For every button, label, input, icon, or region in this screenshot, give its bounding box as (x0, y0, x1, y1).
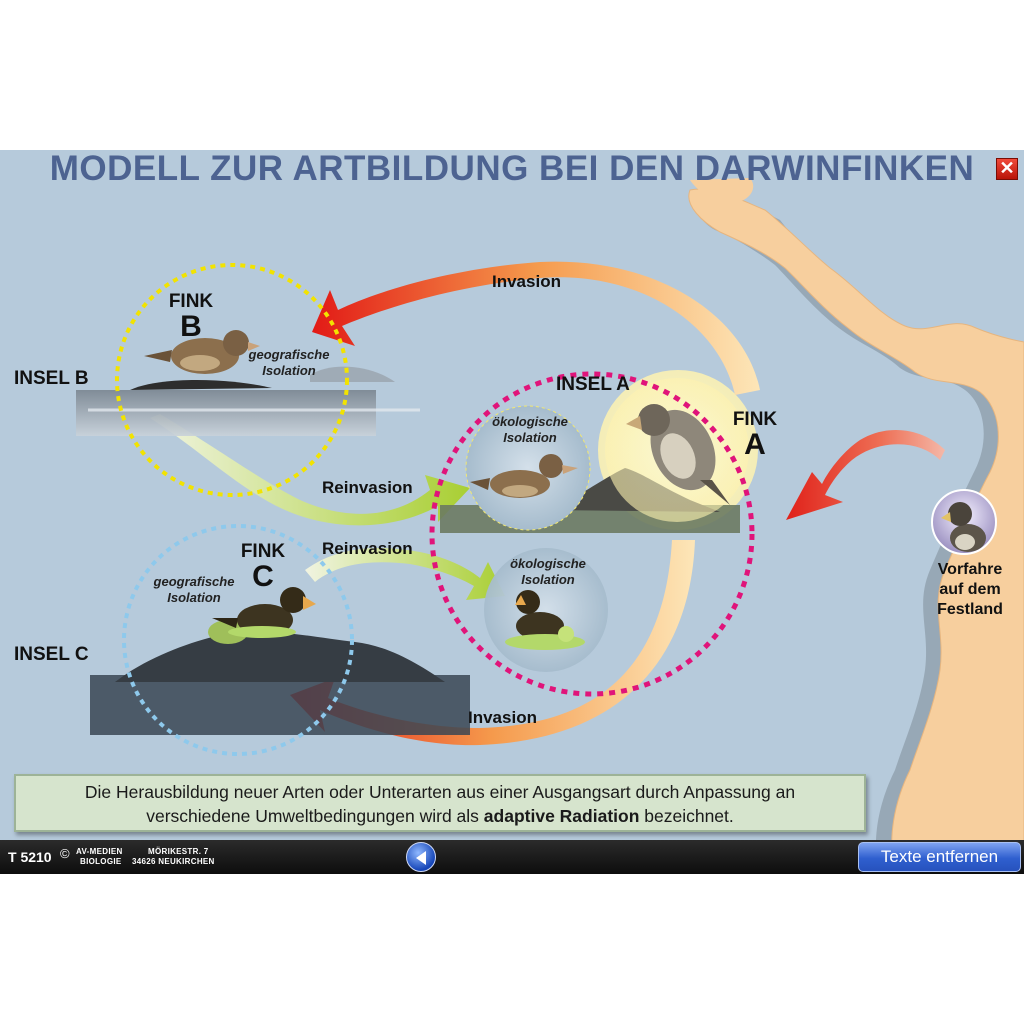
arrow-mainland (786, 429, 945, 520)
circle-oeko-1 (465, 405, 591, 531)
finch-c-bird (208, 587, 316, 644)
label-invasion-top: Invasion (492, 272, 561, 291)
circle-insel-c (122, 524, 354, 756)
info-line2-post: bezeichnet. (639, 806, 734, 826)
mainland (688, 188, 1024, 874)
oeko-iso-2-line1: ökologische (510, 556, 586, 571)
bottom-bar: T 5210 © AV-MEDIEN MÖRIKESTR. 7 BIOLOGIE… (0, 840, 1024, 874)
ancestor-finch-bird (941, 502, 986, 552)
label-insel-c: INSEL C (14, 644, 89, 665)
mainland-upper (690, 178, 754, 203)
texte-entfernen-button[interactable]: Texte entfernen (858, 842, 1021, 872)
fink-c-word: FINK (240, 541, 286, 562)
insel-b-far-island (310, 366, 395, 382)
label-fink-a: FINK A (724, 410, 786, 460)
diagram-graphics (0, 150, 1024, 874)
circle-insel-b (115, 263, 349, 497)
arrow-invasion-top (312, 261, 760, 395)
finch-a2-bird (505, 590, 585, 650)
close-icon: ✕ (999, 158, 1015, 178)
fink-b-word: FINK (168, 291, 214, 312)
label-invasion-bottom: Invasion (468, 708, 537, 727)
vorfahre-line2: auf dem (939, 581, 1001, 598)
geo-iso-b-line1: geografische (248, 347, 330, 362)
diagram-stage: MODELL ZUR ARTBILDUNG BEI DEN DARWINFINK… (0, 150, 1024, 874)
insel-b-sea (76, 390, 376, 436)
oeko-iso-1-line1: ökologische (492, 414, 568, 429)
fink-b-letter: B (180, 310, 202, 343)
insel-c-island (115, 631, 445, 682)
fink-c-letter: C (252, 560, 274, 593)
product-code: T 5210 (8, 849, 52, 865)
label-geo-iso-b: geografische Isolation (244, 347, 334, 379)
fink-a-letter: A (744, 428, 766, 461)
label-vorfahre: Vorfahre auf dem Festland (922, 560, 1018, 620)
finch-a1-bird (470, 454, 578, 498)
oeko-iso-2-line2: Isolation (521, 572, 575, 587)
page-title: MODELL ZUR ARTBILDUNG BEI DEN DARWINFINK… (49, 150, 975, 188)
label-oeko-iso-1: ökologische Isolation (480, 414, 580, 446)
arrow-reinvasion-c (305, 547, 505, 600)
geo-iso-c-line1: geografische (153, 574, 235, 589)
info-line1: Die Herausbildung neuer Arten oder Unter… (84, 782, 796, 802)
label-insel-a: INSEL A (556, 374, 630, 395)
label-reinvasion-b: Reinvasion (322, 478, 413, 497)
insel-b-island (130, 380, 272, 390)
circle-insel-a (429, 371, 755, 697)
back-arrow-icon (416, 851, 426, 865)
label-oeko-iso-2: ökologische Isolation (498, 556, 598, 588)
label-insel-b: INSEL B (14, 368, 89, 389)
publisher-line1b: MÖRIKESTR. 7 (148, 847, 209, 856)
info-box: Die Herausbildung neuer Arten oder Unter… (14, 774, 866, 832)
info-line2-pre: verschiedene Umweltbedingungen wird als (146, 806, 484, 826)
finch-a-bird (626, 404, 730, 505)
label-geo-iso-c: geografische Isolation (144, 574, 244, 606)
label-reinvasion-c: Reinvasion (322, 539, 413, 558)
finch-b-bird (144, 330, 260, 374)
geo-iso-c-line2: Isolation (167, 590, 221, 605)
close-button[interactable]: ✕ (996, 158, 1018, 180)
publisher-line2b: 34626 NEUKIRCHEN (132, 857, 215, 866)
info-line2-bold: adaptive Radiation (483, 806, 640, 826)
insel-c-sea (90, 675, 470, 735)
publisher-line2a: BIOLOGIE (80, 857, 122, 866)
arrow-reinvasion-b (150, 414, 470, 526)
vorfahre-line1: Vorfahre (937, 561, 1003, 578)
back-button[interactable] (406, 842, 436, 872)
geo-iso-b-line2: Isolation (262, 363, 316, 378)
label-fink-b: FINK B (160, 292, 222, 342)
copyright-symbol: © (60, 846, 70, 861)
label-fink-c: FINK C (232, 542, 294, 592)
fink-a-word: FINK (732, 409, 778, 430)
oeko-iso-1-line2: Isolation (503, 430, 557, 445)
vorfahre-line3: Festland (937, 601, 1003, 618)
publisher-line1a: AV-MEDIEN (76, 847, 123, 856)
